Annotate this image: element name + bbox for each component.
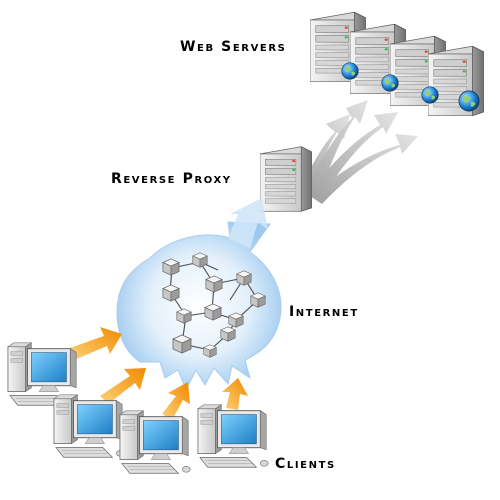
network-node-icon bbox=[236, 270, 252, 286]
client-computer-icon bbox=[53, 394, 125, 458]
network-node-icon bbox=[176, 308, 192, 324]
network-node-icon bbox=[220, 326, 236, 342]
reverse-proxy-label: Reverse Proxy bbox=[111, 171, 232, 187]
network-node-icon bbox=[192, 252, 208, 268]
client-to-internet-arrows bbox=[70, 327, 248, 420]
proxy-to-servers-arrows bbox=[300, 100, 418, 204]
network-node-icon bbox=[250, 292, 266, 308]
globe-icon bbox=[381, 74, 399, 92]
globe-icon bbox=[458, 90, 480, 112]
globe-icon bbox=[341, 62, 359, 80]
network-node-icon bbox=[162, 258, 180, 276]
reverse-proxy-server-icon bbox=[260, 146, 312, 212]
web-servers-label: Web Servers bbox=[180, 39, 287, 55]
internet-cloud-icon bbox=[116, 198, 282, 392]
clients-label: Clients bbox=[275, 456, 336, 472]
globe-icon bbox=[421, 86, 439, 104]
network-node-icon bbox=[162, 284, 180, 302]
network-node-icon bbox=[205, 275, 223, 293]
internet-label: Internet bbox=[289, 304, 359, 320]
internet-network-graph bbox=[162, 252, 266, 358]
network-node-icon bbox=[203, 344, 217, 358]
client-computer-icon bbox=[197, 404, 269, 468]
web-servers-group bbox=[310, 12, 484, 116]
network-node-icon bbox=[204, 303, 222, 321]
network-node-icon bbox=[172, 334, 192, 354]
network-node-icon bbox=[228, 312, 244, 328]
client-computer-icon bbox=[119, 410, 191, 474]
